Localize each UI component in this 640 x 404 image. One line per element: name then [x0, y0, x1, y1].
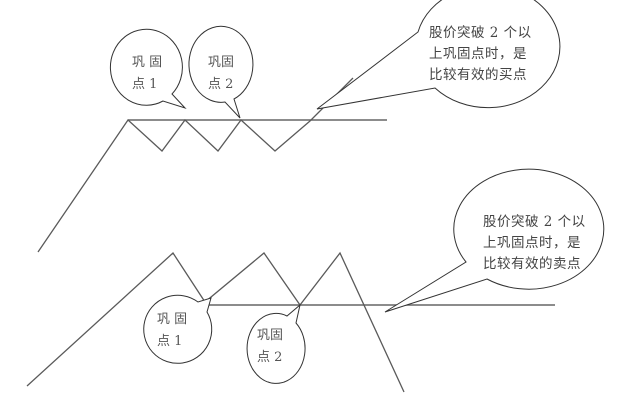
top-callout-line1: 股价突破 2 个以 — [429, 25, 532, 41]
bottom-price-path — [26, 251, 405, 393]
top-bubble-2-line2: 点 2 — [208, 77, 234, 92]
top-bubble-2-line1: 巩固 — [208, 55, 235, 70]
bottom-bubble-1-line2: 点 1 — [157, 334, 183, 349]
top-price-path — [37, 77, 354, 253]
bottom-bubble-1-text: 巩 固 点 1 — [157, 309, 187, 353]
top-bubble-1-line1: 巩 固 — [132, 55, 163, 70]
bottom-bubble-2-line2: 点 2 — [257, 350, 283, 365]
bottom-callout-line1: 股价突破 2 个以 — [483, 214, 586, 230]
top-bubble-consolidation-2 — [188, 25, 254, 119]
top-bubble-consolidation-1 — [109, 28, 187, 110]
top-bubble-1-text: 巩 固 点 1 — [132, 52, 162, 96]
top-callout-line3: 比较有效的买点 — [429, 67, 527, 83]
top-bubble-1-line2: 点 1 — [132, 77, 158, 92]
bottom-price-chart — [26, 251, 555, 393]
bottom-callout-line3: 比较有效的卖点 — [483, 256, 581, 272]
bottom-bubble-consolidation-2 — [246, 303, 306, 384]
bottom-bubble-1-line1: 巩 固 — [157, 312, 188, 327]
top-callout-text: 股价突破 2 个以 上巩固点时，是 比较有效的买点 — [429, 23, 532, 86]
bottom-callout-bubble — [384, 168, 605, 313]
top-callout-bubble — [316, 0, 561, 110]
top-callout-line2: 上巩固点时，是 — [429, 46, 527, 62]
bottom-bubble-consolidation-1 — [143, 294, 213, 364]
bottom-bubble-2-line1: 巩固 — [257, 328, 284, 343]
bottom-callout-line2: 上巩固点时，是 — [483, 235, 581, 251]
top-bubble-2-text: 巩固 点 2 — [208, 52, 234, 96]
bottom-bubble-2-text: 巩固 点 2 — [257, 325, 283, 369]
top-price-chart — [37, 77, 387, 253]
bottom-callout-text: 股价突破 2 个以 上巩固点时，是 比较有效的卖点 — [483, 212, 586, 275]
